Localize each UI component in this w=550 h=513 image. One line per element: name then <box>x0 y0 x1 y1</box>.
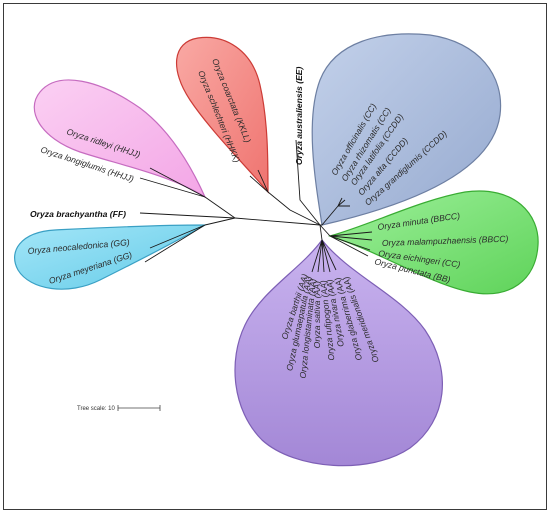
clade-purple: Oryza barthii (AA) Oryza glumaepatula (A… <box>234 239 443 467</box>
tree-branches <box>139 139 373 273</box>
clade-pink: Oryza ridleyi (HHJJ) Oryza longiglumis (… <box>33 79 207 199</box>
clade-green-shape <box>327 190 539 295</box>
tree-scale-label: Tree scale: 10 <box>77 406 115 412</box>
tree-scale: Tree scale: 10 <box>77 405 161 412</box>
clade-green: Oryza minuta (BBCC) Oryza malampuzhaensi… <box>327 190 539 295</box>
taxon-oryza-brachyantha: Oryza brachyantha (FF) <box>30 209 126 219</box>
taxon-oryza-sativa: Oryza sativa (AA) <box>312 281 322 348</box>
clade-cyan: Oryza neocaledonica (GG) Oryza meyeriana… <box>14 224 208 290</box>
figure-frame <box>3 3 547 510</box>
taxon-oryza-malampuzhaensis: Oryza malampuzhaensis (BBCC) <box>382 234 509 248</box>
clade-red-shape <box>176 36 269 194</box>
clade-purple-shape <box>234 239 443 467</box>
clade-pink-shape <box>33 79 207 199</box>
clade-blue-shape <box>311 33 502 226</box>
clade-blue: Oryza officinalis (CC) Oryza rhizomatis … <box>311 33 502 226</box>
clade-cyan-shape <box>14 224 208 290</box>
taxon-oryza-australiensis: Oryza australiensis (EE) <box>294 66 304 165</box>
